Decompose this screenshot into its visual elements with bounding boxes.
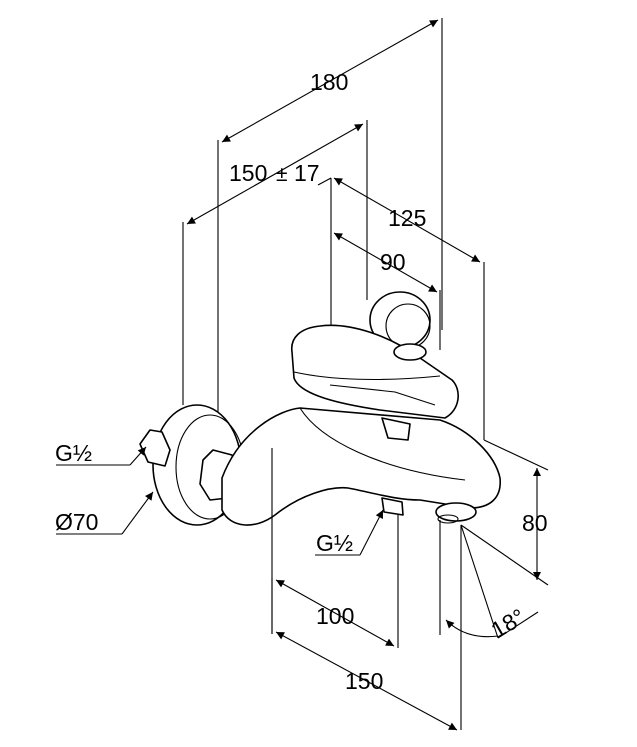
dim-label-180: 180 — [310, 69, 348, 95]
dim-label-150: 150 — [229, 160, 267, 186]
dim-label-80: 80 — [522, 510, 548, 536]
callout-outlet-thread: G½ — [316, 530, 353, 556]
dim-line-150-17 — [186, 123, 364, 225]
dimension-lines — [186, 19, 549, 731]
lever-cap — [393, 343, 427, 361]
dim-line-150 — [275, 631, 458, 731]
callout-inlet-thread: G½ — [55, 440, 92, 466]
inlet-nut — [139, 429, 171, 467]
callout-escutcheon-diameter: Ø70 — [55, 509, 98, 535]
bottom-outlet — [381, 497, 404, 516]
dim-label-90: 90 — [380, 249, 406, 275]
dim-line-125 — [333, 177, 481, 263]
angle-arc-18 — [445, 619, 499, 638]
dim-label-17: 17 — [294, 160, 320, 186]
faucet-body — [139, 291, 501, 526]
spout-outlet — [435, 502, 477, 522]
dim-line-180 — [221, 19, 439, 143]
dim-label-plus-minus: ± — [276, 163, 288, 186]
dim-label-125: 125 — [388, 205, 426, 231]
dim-line-90 — [333, 232, 438, 293]
diverter-knob — [381, 417, 411, 441]
dim-label-150-bottom: 150 — [345, 668, 383, 694]
dim-label-100: 100 — [316, 603, 354, 629]
callout-leaders — [56, 446, 384, 556]
lever-handle — [291, 324, 459, 419]
callout-labels: G½ Ø70 G½ — [55, 440, 353, 556]
dim-label-18deg: 18° — [486, 603, 529, 643]
